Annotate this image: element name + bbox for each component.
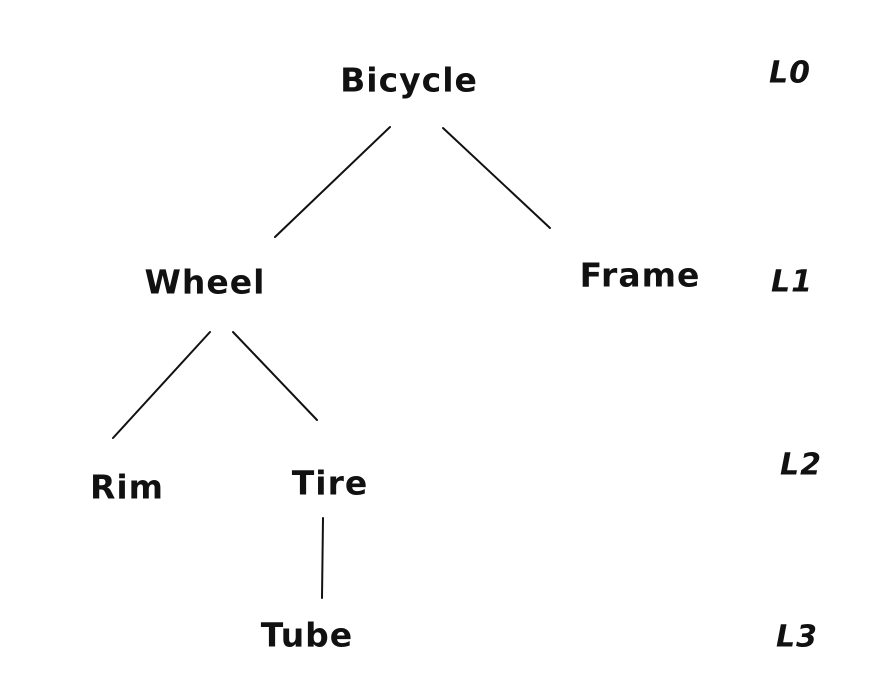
node-rim: Rim [89, 467, 165, 507]
node-tube: Tube [260, 615, 354, 655]
node-bicycle: Bicycle [340, 60, 478, 100]
level-label-l3: L3 [776, 619, 818, 655]
edge-bicycle-wheel [274, 126, 391, 238]
level-label-l2: L2 [780, 447, 822, 483]
level-label-l0: L0 [769, 55, 811, 91]
level-label-l1: L1 [771, 264, 813, 300]
node-wheel: Wheel [144, 262, 266, 302]
edge-wheel-rim [112, 331, 211, 439]
edge-wheel-tire [232, 331, 318, 421]
node-tire: Tire [291, 463, 369, 503]
node-frame: Frame [579, 255, 701, 295]
edge-tire-tube [321, 517, 324, 599]
edge-bicycle-frame [442, 127, 551, 229]
